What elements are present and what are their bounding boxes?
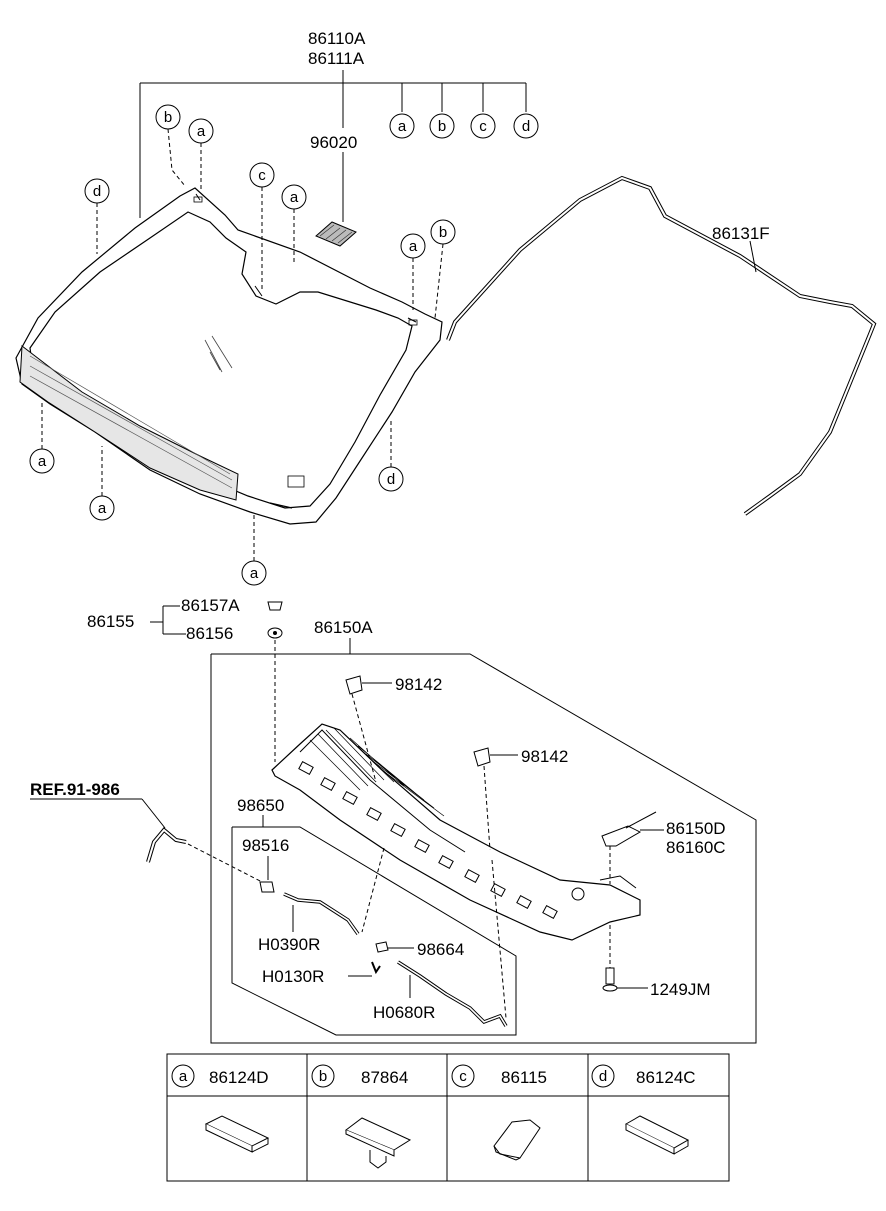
- ws-callout-a1: a: [188, 118, 214, 190]
- svg-text:a: a: [38, 453, 47, 470]
- nozzle-1: [345, 675, 392, 783]
- legend-cell-d: d 86124C: [591, 1064, 696, 1155]
- windshield-glass: [15, 187, 443, 525]
- windshield-label-group: 86110A 86111A: [308, 29, 366, 68]
- ws-callout-a5: a: [89, 446, 115, 521]
- svg-text:d: d: [599, 1068, 607, 1085]
- svg-text:b: b: [319, 1068, 327, 1085]
- label-1249jm: 1249JM: [650, 980, 710, 999]
- svg-text:a: a: [250, 565, 259, 582]
- label-86131f: 86131F: [712, 224, 770, 243]
- sensor-pad: [315, 221, 357, 247]
- svg-text:d: d: [387, 471, 395, 488]
- hose-2-icon: [348, 961, 381, 977]
- cowl-panel: [271, 723, 641, 941]
- label-ref-91-986: REF.91-986: [30, 780, 120, 799]
- cowl-frame: [210, 653, 757, 1044]
- svg-text:b: b: [439, 224, 447, 241]
- ws-callout-b2: b: [430, 219, 456, 319]
- legend-cell-c: c 86115: [451, 1064, 547, 1161]
- part-86124d-icon: [204, 1115, 270, 1153]
- part-86124c-icon: [624, 1115, 690, 1155]
- ws-callout-d2: d: [378, 420, 404, 492]
- svg-text:a: a: [409, 238, 418, 255]
- label-h0680r: H0680R: [373, 1003, 435, 1022]
- hose-3-icon: [361, 847, 508, 1027]
- label-86110a: 86110A: [308, 29, 366, 48]
- top-callout-b: b: [429, 113, 455, 139]
- ws-callout-d1: d: [84, 178, 110, 254]
- top-callout-d: d: [513, 113, 539, 139]
- legend-part-86124c: 86124C: [636, 1068, 696, 1087]
- label-86150d: 86150D: [666, 819, 726, 838]
- legend-table: [166, 1053, 730, 1182]
- svg-text:a: a: [179, 1068, 188, 1085]
- svg-text:a: a: [197, 123, 206, 140]
- label-86160c: 86160C: [666, 838, 726, 857]
- label-98516: 98516: [242, 836, 289, 855]
- part-87864-icon: [345, 1117, 412, 1169]
- ws-callout-a6: a: [241, 514, 267, 586]
- legend-cell-b: b 87864: [311, 1064, 412, 1169]
- label-86156: 86156: [186, 624, 233, 643]
- svg-text:d: d: [93, 183, 101, 200]
- svg-text:a: a: [98, 500, 107, 517]
- label-86111a: 86111A: [308, 49, 365, 68]
- svg-text:b: b: [438, 118, 446, 135]
- nozzle-2: [473, 747, 518, 851]
- label-98650: 98650: [237, 796, 284, 815]
- windshield-bracket: [139, 70, 527, 218]
- hose-frame: [231, 826, 517, 1036]
- svg-text:c: c: [479, 118, 487, 135]
- legend-part-86115: 86115: [501, 1068, 547, 1087]
- legend-part-86124d: 86124D: [209, 1068, 269, 1087]
- connector-icon: [375, 941, 414, 953]
- ws-callout-a2: a: [281, 184, 307, 262]
- label-86157a: 86157A: [181, 596, 240, 615]
- top-callout-a: a: [389, 113, 415, 139]
- screw-icon: [602, 925, 648, 992]
- label-98142-1: 98142: [395, 675, 442, 694]
- svg-text:d: d: [522, 118, 530, 135]
- ws-callout-c1: c: [249, 162, 275, 292]
- label-98664: 98664: [417, 940, 464, 959]
- ws-callout-b1: b: [155, 104, 186, 187]
- label-h0130r: H0130R: [262, 967, 324, 986]
- label-86150a: 86150A: [314, 618, 373, 637]
- legend-part-87864: 87864: [361, 1068, 408, 1087]
- clip-bracket: [150, 605, 186, 635]
- label-h0390r: H0390R: [258, 935, 320, 954]
- windshield-molding: [446, 175, 877, 516]
- ws-callout-a3: a: [400, 233, 426, 310]
- part-86115-icon: [493, 1119, 541, 1161]
- label-96020: 96020: [310, 133, 357, 152]
- legend-cell-a: a 86124D: [171, 1064, 270, 1153]
- side-cover: [601, 811, 664, 884]
- svg-text:a: a: [398, 118, 407, 135]
- svg-text:c: c: [258, 167, 266, 184]
- top-callout-c: c: [470, 113, 496, 139]
- label-98142-2: 98142: [521, 747, 568, 766]
- svg-text:a: a: [290, 189, 299, 206]
- check-valve-icon: [259, 881, 360, 936]
- svg-text:c: c: [459, 1068, 467, 1085]
- svg-text:b: b: [164, 109, 172, 126]
- label-86155: 86155: [87, 612, 134, 631]
- ws-callout-a4: a: [29, 400, 55, 474]
- reference-pointer: [30, 798, 267, 885]
- clip-icons: [267, 601, 283, 762]
